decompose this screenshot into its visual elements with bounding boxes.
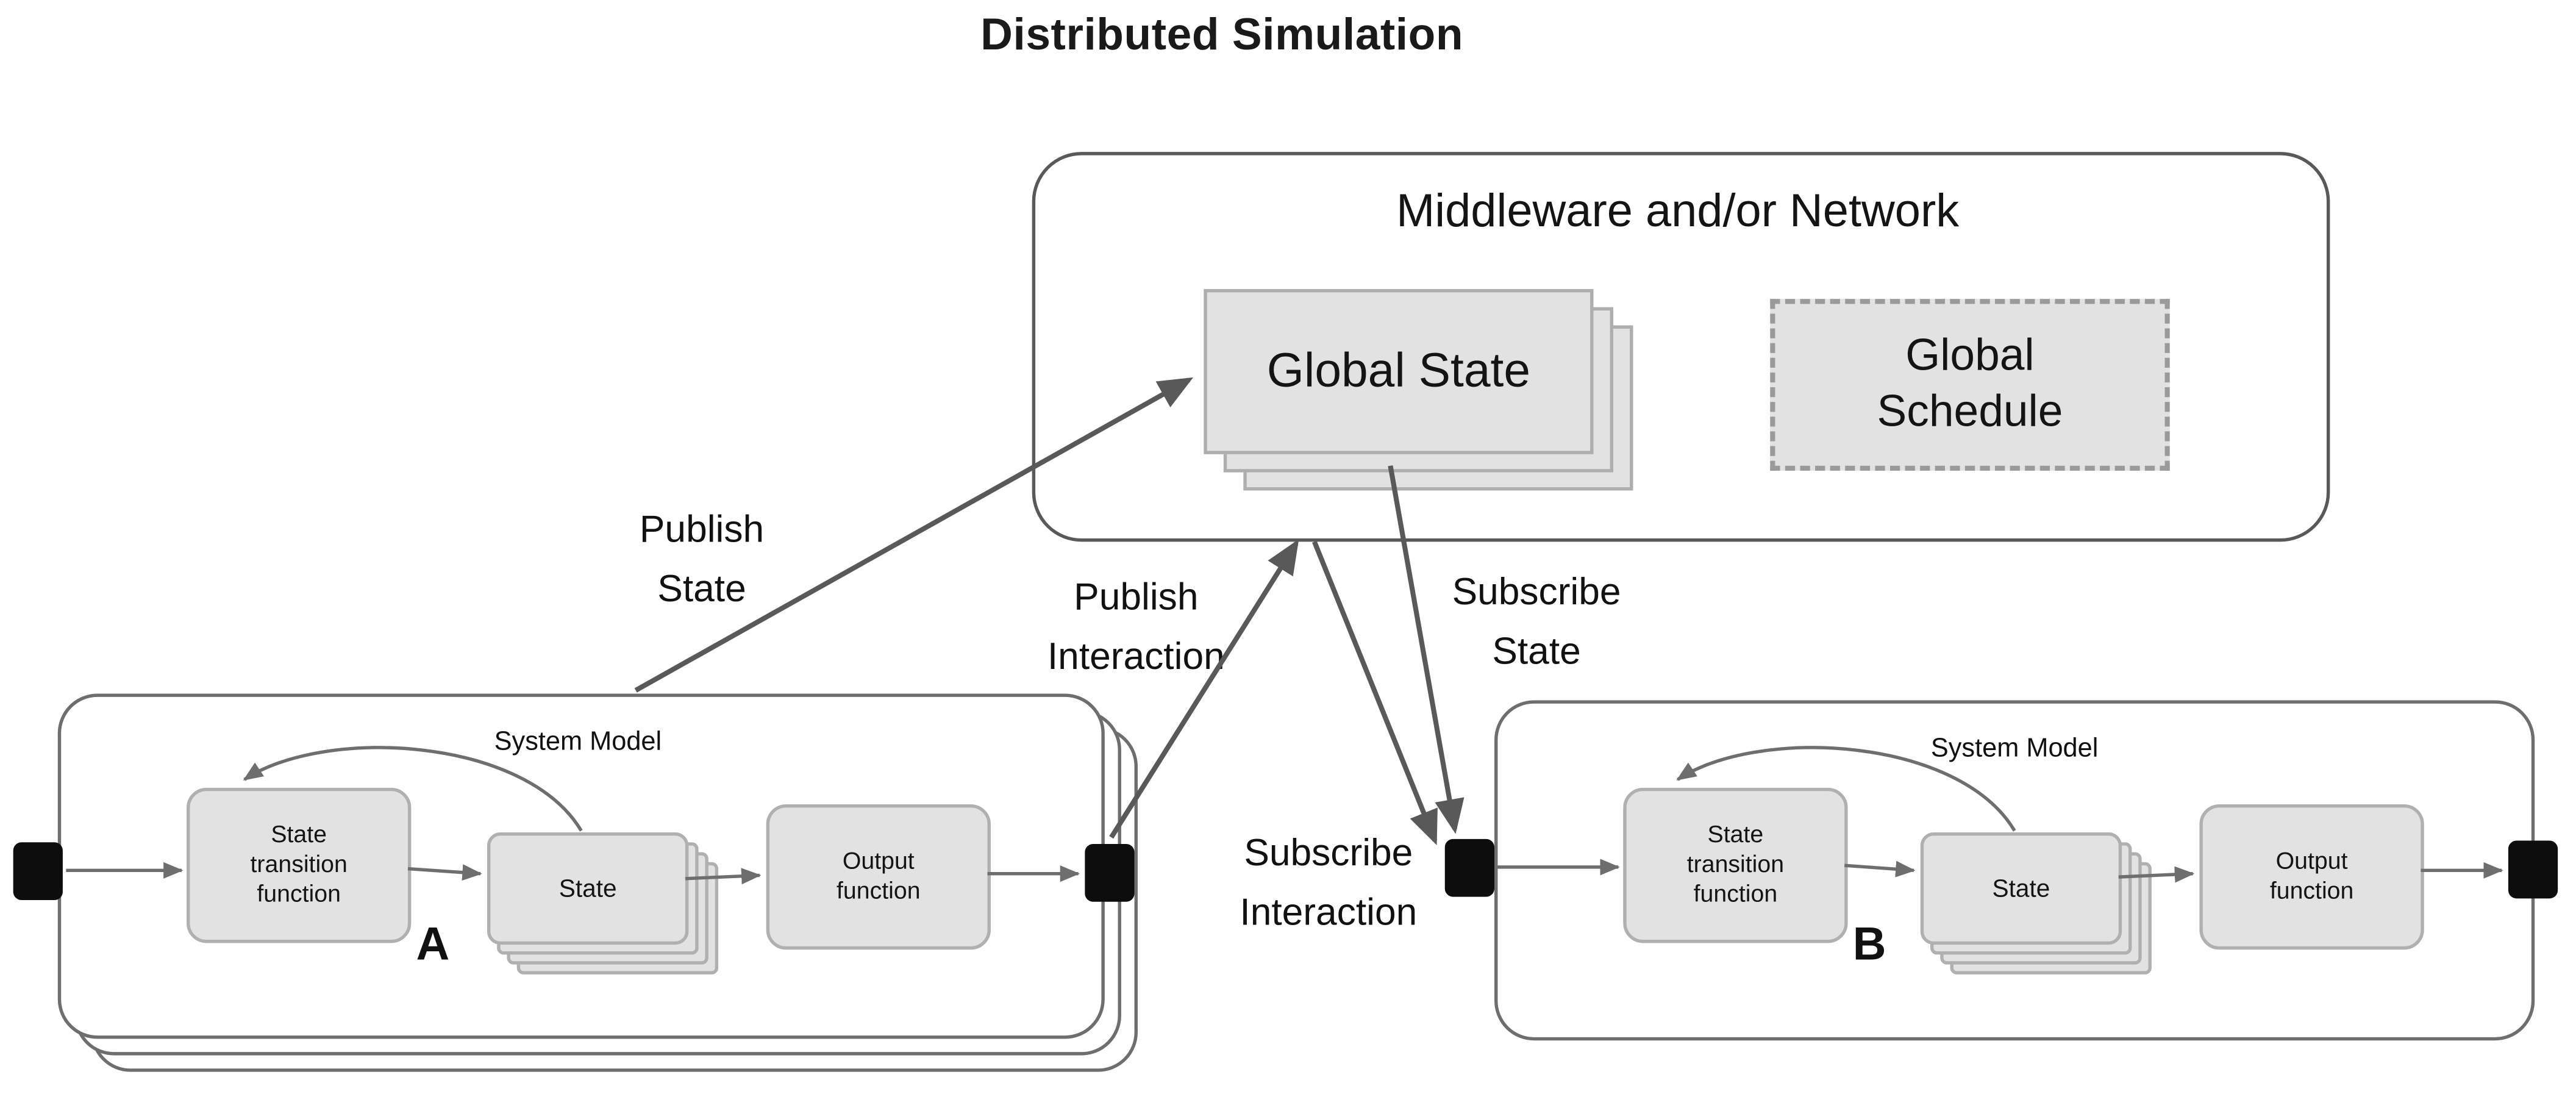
system-b-name: B: [1852, 918, 1886, 970]
system-b-input-port: [1444, 838, 1495, 897]
subscribe-interaction-label: Subscribe Interaction: [1240, 831, 1418, 933]
system-a-label: System Model: [494, 728, 662, 757]
system-a-output-port: [1085, 843, 1135, 902]
system-a-transition-function-box: State transition function: [187, 787, 412, 943]
system-b-label: System Model: [1930, 735, 2099, 763]
system-a-state-box: State: [487, 832, 689, 945]
system-a-input-port: [13, 842, 63, 901]
publish-interaction-label: Publish Interaction: [1047, 574, 1225, 677]
system-a-name: A: [416, 918, 450, 970]
publish-state-label: Publish State: [639, 507, 765, 609]
system-b-output-function-box: Output function: [2199, 804, 2424, 950]
diagram-title: Distributed Simulation: [980, 10, 1464, 60]
global-schedule-box: Global Schedule: [1770, 299, 2170, 471]
system-b-output-port: [2508, 840, 2558, 899]
system-a-output-function-box: Output function: [766, 804, 991, 950]
global-state-box: Global State: [1204, 288, 1594, 454]
middleware-title: Middleware and/or Network: [1396, 185, 1960, 237]
subscribe-state-label: Subscribe State: [1452, 570, 1621, 672]
system-b-state-box: State: [1920, 832, 2122, 945]
system-b-transition-function-box: State transition function: [1623, 787, 1848, 943]
